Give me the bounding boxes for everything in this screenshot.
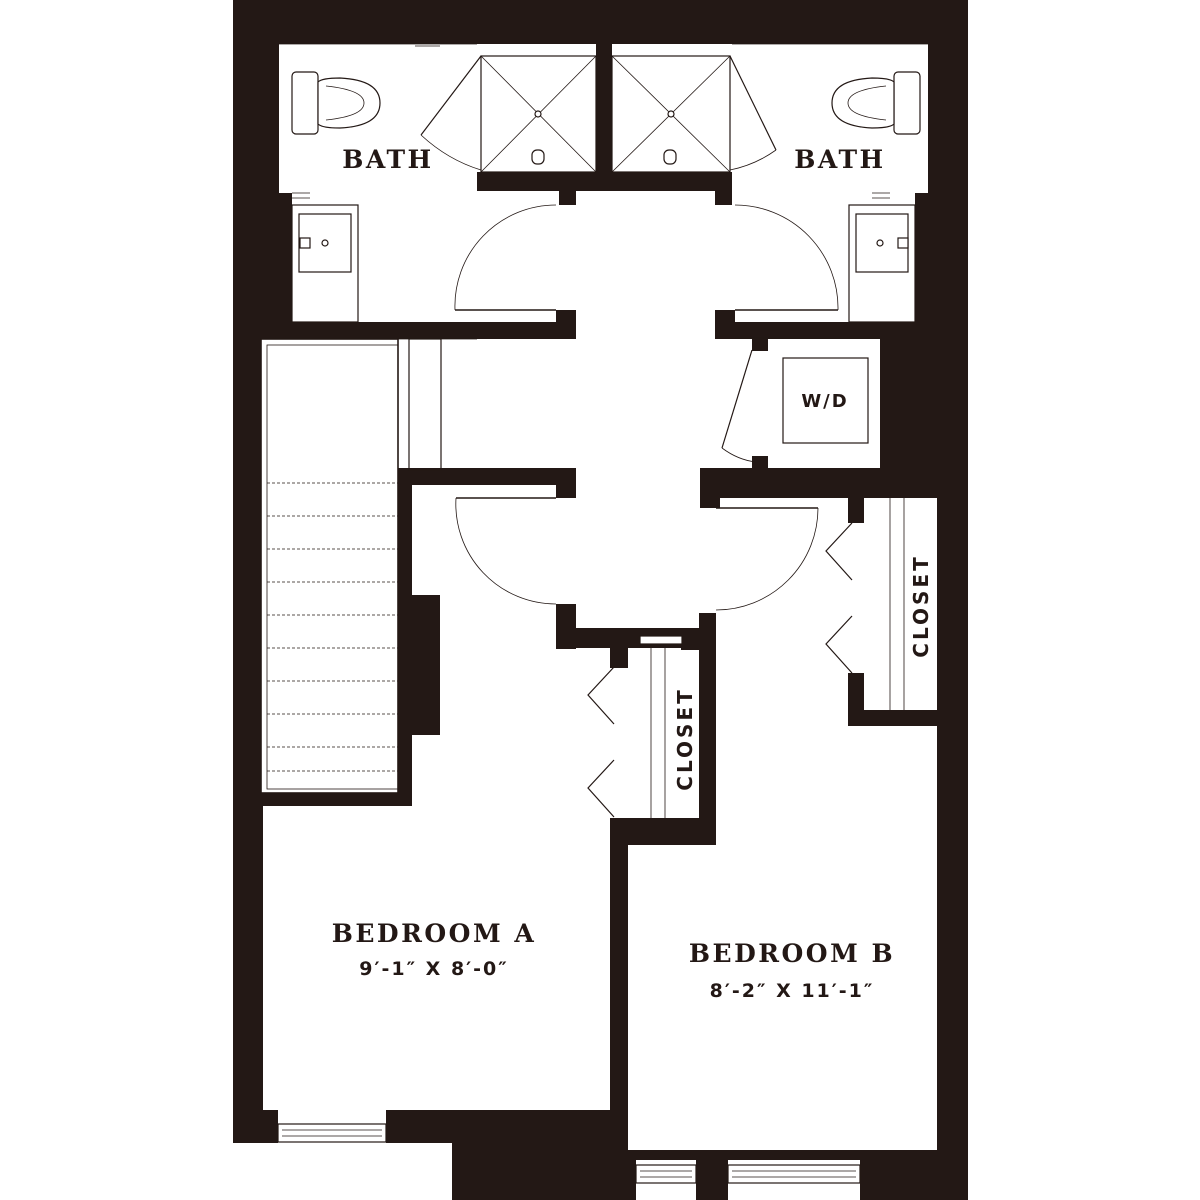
laundry-door-swing bbox=[721, 447, 757, 463]
window-bedroom-b-left bbox=[635, 1164, 697, 1184]
bath-right-door-swing bbox=[734, 204, 839, 311]
left-exterior-wall-lower bbox=[233, 800, 263, 1143]
closet-b-bifold-upper[interactable] bbox=[825, 522, 853, 581]
central-partition bbox=[699, 613, 716, 845]
closet-a bbox=[587, 635, 683, 818]
shower-door-right bbox=[729, 55, 777, 151]
sink-drain-right bbox=[876, 239, 884, 247]
bottom-exterior-wall-a bbox=[233, 1110, 278, 1143]
bedroom-b-label: BEDROOM B bbox=[689, 939, 895, 968]
closet-b-label: CLOSET bbox=[909, 554, 933, 657]
staircase bbox=[260, 338, 477, 794]
closet-b bbox=[825, 498, 905, 710]
toilet-tank-right bbox=[893, 71, 921, 135]
toilet-bowl-right bbox=[831, 77, 895, 129]
shower-door-left bbox=[420, 55, 482, 136]
window-bedroom-b-right bbox=[727, 1164, 861, 1184]
bedroom-a-door-swing bbox=[455, 497, 557, 605]
bedroom-b-door-swing bbox=[715, 507, 819, 611]
bottom-exterior-wall-b bbox=[628, 1150, 968, 1160]
shower-drain-right bbox=[667, 110, 675, 118]
shower-left bbox=[480, 55, 597, 173]
toilet-seat-line bbox=[847, 85, 887, 121]
bedroom-a-top-wall bbox=[233, 793, 412, 806]
bedroom-b-dimensions: 8′-2″ X 11′-1″ bbox=[710, 980, 875, 1002]
laundry-bottom-wall bbox=[700, 468, 968, 498]
bath-left-door-swing bbox=[454, 204, 557, 311]
stair-landing bbox=[408, 338, 442, 471]
shower-door-swing-right bbox=[729, 149, 777, 171]
bath-bottom-wall-right bbox=[715, 322, 968, 339]
door-jamb bbox=[556, 310, 576, 339]
bottom-exterior-wall-b-left bbox=[600, 1160, 636, 1200]
walls bbox=[233, 0, 968, 1200]
faucet-right bbox=[897, 237, 909, 249]
door-jamb bbox=[715, 190, 732, 205]
toilet-bowl-left bbox=[317, 77, 381, 129]
labels: BATH BATH W/D CLOSET CLOSET BEDROOM A 9′… bbox=[332, 145, 933, 1002]
bath-right-label: BATH bbox=[794, 145, 885, 174]
stair-inner-outline bbox=[266, 344, 399, 790]
hall-doors bbox=[455, 497, 819, 611]
shower-valve-left bbox=[531, 149, 545, 165]
left-exterior-wall-mid bbox=[233, 338, 261, 800]
toilet-tank-left bbox=[291, 71, 319, 135]
closet-a-bifold-upper[interactable] bbox=[587, 666, 615, 725]
stair-outline bbox=[260, 338, 399, 794]
top-exterior-wall bbox=[233, 0, 968, 44]
window-bedroom-a bbox=[277, 1123, 387, 1143]
closet-a-label: CLOSET bbox=[673, 687, 697, 790]
shower-drain-left bbox=[534, 110, 542, 118]
door-jamb bbox=[559, 190, 576, 205]
shower-right bbox=[611, 55, 731, 173]
laundry-door[interactable] bbox=[721, 349, 753, 449]
closet-b-bifold-lower[interactable] bbox=[825, 615, 853, 674]
closet-a-header bbox=[639, 635, 683, 645]
bedroom-a-label: BEDROOM A bbox=[332, 919, 536, 948]
washer-dryer-label: W/D bbox=[801, 391, 848, 412]
sink-drain-left bbox=[321, 239, 329, 247]
left-exterior-wall-upper bbox=[233, 0, 279, 338]
bottom-exterior-step bbox=[452, 1130, 628, 1200]
laundry-jamb bbox=[752, 337, 768, 351]
toilet-seat-line bbox=[325, 85, 365, 121]
laundry bbox=[721, 337, 880, 463]
right-exterior-wall-lower bbox=[937, 470, 968, 1198]
shower-valve-right bbox=[663, 149, 677, 165]
laundry-jamb bbox=[752, 456, 768, 470]
bath-bottom-wall-left bbox=[233, 322, 573, 339]
stair-side-block bbox=[398, 595, 440, 735]
shower-door-swing-left bbox=[420, 134, 482, 171]
window-mullion bbox=[696, 1150, 728, 1200]
closet-b-jamb bbox=[848, 495, 864, 523]
windows bbox=[277, 1123, 861, 1184]
closet-a-jamb bbox=[610, 640, 628, 668]
bedroom-a-dimensions: 9′-1″ X 8′-0″ bbox=[359, 958, 509, 980]
washer-dryer[interactable] bbox=[782, 357, 869, 444]
door-jamb bbox=[556, 468, 576, 498]
bottom-exterior-wall-b-right bbox=[860, 1150, 968, 1200]
door-jamb bbox=[715, 310, 735, 339]
bath-right-side-wall bbox=[915, 193, 928, 325]
laundry-bottom-wall-left bbox=[700, 468, 720, 508]
shower-divider bbox=[596, 44, 612, 191]
bath-left-side-wall bbox=[279, 193, 292, 325]
bedroom-divider-wall bbox=[610, 818, 628, 1198]
bath-left-fixtures bbox=[279, 43, 597, 323]
faucet-left bbox=[299, 237, 311, 249]
closet-a-bifold-lower[interactable] bbox=[587, 759, 615, 818]
bath-right-fixtures bbox=[611, 43, 928, 323]
closet-b-bottom-wall bbox=[848, 710, 968, 726]
closet-a-jamb bbox=[681, 628, 699, 650]
hall-wall-left bbox=[398, 468, 576, 485]
shower-bottom-wall bbox=[477, 172, 732, 191]
bath-left-label: BATH bbox=[342, 145, 433, 174]
